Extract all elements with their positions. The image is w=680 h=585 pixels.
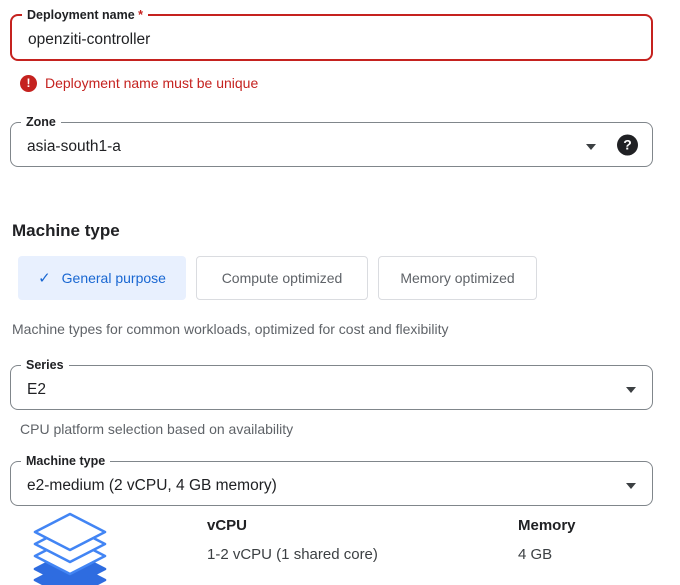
series-value: E2 — [27, 381, 46, 398]
tab-compute-optimized[interactable]: Compute optimized — [196, 256, 368, 300]
machine-type-label: Machine type — [21, 452, 111, 471]
required-asterisk: * — [138, 8, 144, 22]
layers-stack-icon — [33, 512, 107, 585]
tab-general-purpose-label: General purpose — [61, 270, 166, 286]
tab-general-purpose[interactable]: ✓ General purpose — [18, 256, 186, 300]
series-label: Series — [21, 356, 69, 375]
error-icon: ! — [20, 74, 37, 92]
memory-column: Memory 4 GB — [518, 512, 576, 585]
memory-header: Memory — [518, 517, 576, 534]
deployment-name-error-row: ! Deployment name must be unique — [20, 73, 680, 93]
machine-spec-summary: vCPU 1-2 vCPU (1 shared core) Memory 4 G… — [32, 512, 680, 585]
deployment-name-field[interactable]: Deployment name * openziti-controller — [10, 6, 653, 61]
tab-memory-optimized-label: Memory optimized — [400, 270, 515, 286]
error-message: Deployment name must be unique — [45, 75, 259, 91]
zone-help-icon[interactable]: ? — [617, 134, 638, 155]
chevron-down-icon[interactable] — [586, 143, 596, 150]
vcpu-value: 1-2 vCPU (1 shared core) — [207, 546, 378, 563]
machine-type-value: e2-medium (2 vCPU, 4 GB memory) — [27, 477, 277, 494]
deployment-name-input[interactable]: openziti-controller — [28, 31, 151, 48]
chevron-down-icon[interactable] — [626, 386, 636, 393]
vcpu-header: vCPU — [207, 517, 248, 534]
zone-select[interactable]: Zone asia-south1-a ? — [10, 113, 653, 167]
machine-family-description: Machine types for common workloads, opti… — [12, 321, 449, 337]
memory-value: 4 GB — [518, 546, 553, 563]
deployment-name-label-text: Deployment name — [27, 8, 135, 22]
machine-family-tabs: ✓ General purpose Compute optimized Memo… — [18, 256, 680, 300]
vcpu-column: vCPU 1-2 vCPU (1 shared core) — [207, 512, 518, 585]
deployment-name-label: Deployment name * — [22, 6, 149, 25]
chevron-down-icon[interactable] — [626, 482, 636, 489]
tab-compute-optimized-label: Compute optimized — [221, 270, 343, 286]
machine-type-heading: Machine type — [12, 221, 120, 240]
zone-value: asia-south1-a — [27, 138, 121, 155]
machine-type-select[interactable]: Machine type e2-medium (2 vCPU, 4 GB mem… — [10, 452, 653, 506]
check-icon: ✓ — [38, 270, 51, 287]
series-helper-text: CPU platform selection based on availabi… — [20, 421, 294, 437]
zone-label: Zone — [21, 113, 61, 132]
series-select[interactable]: Series E2 — [10, 356, 653, 410]
tab-memory-optimized[interactable]: Memory optimized — [378, 256, 537, 300]
